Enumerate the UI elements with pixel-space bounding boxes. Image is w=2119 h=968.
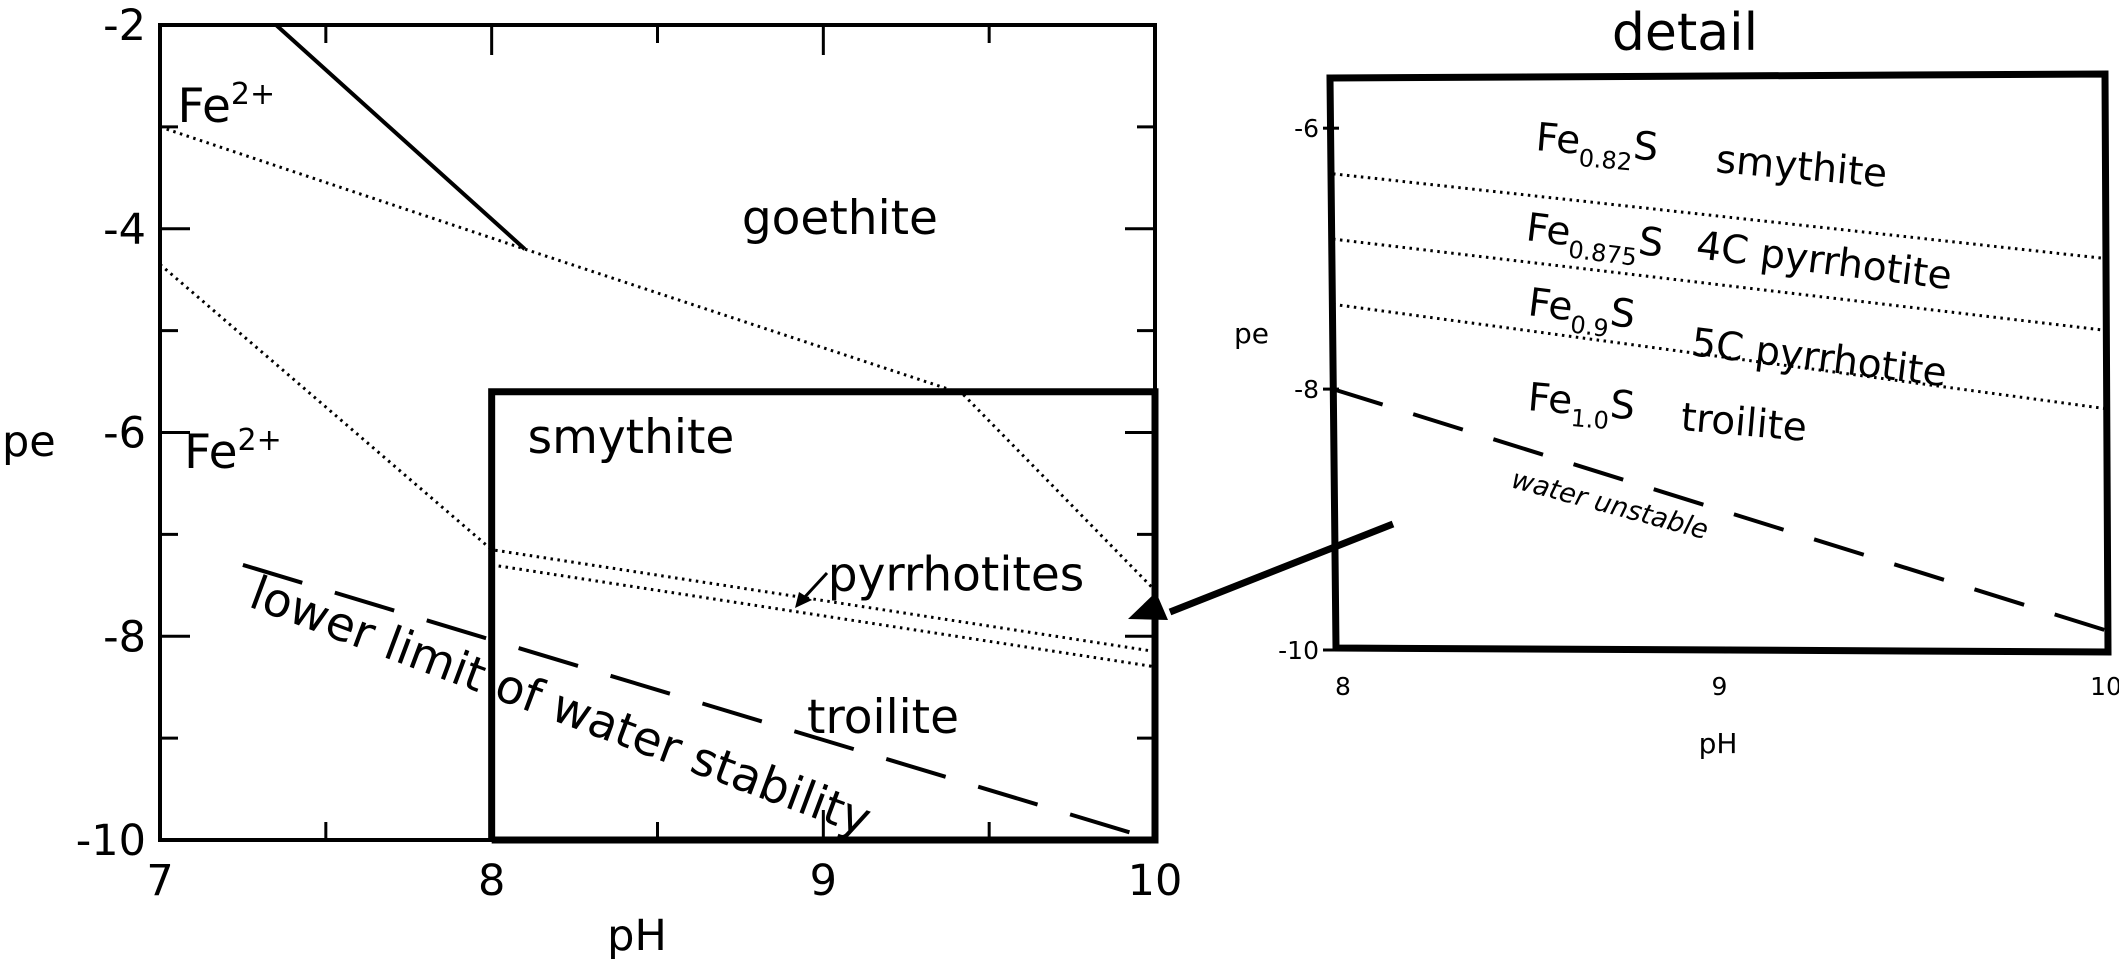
phase-formula-base: Fe xyxy=(1534,115,1582,164)
main-region-label: Fe2+ xyxy=(184,423,282,480)
pyrrhotites-pointer-head xyxy=(795,592,812,608)
phase-formula-base: Fe xyxy=(1526,280,1575,330)
region-label-text: Fe xyxy=(178,79,231,134)
phase-formula-subscript: 1.0 xyxy=(1570,404,1610,435)
main-x-tick-label: 8 xyxy=(478,856,505,906)
main-y-tick-label: -6 xyxy=(103,409,146,459)
phase-formula-suffix: S xyxy=(1636,219,1666,267)
phase-formula-base: Fe xyxy=(1524,205,1573,255)
main-region-label: pyrrhotites xyxy=(828,547,1085,602)
pyrrhotites-pointer xyxy=(801,571,829,601)
phase-formula-subscript: 0.875 xyxy=(1567,235,1639,271)
detail-tick-labels: -6 -8 -10 8 9 10 xyxy=(1278,114,2119,701)
region-label-text: goethite xyxy=(742,191,938,246)
detail-x-axis-title: pH xyxy=(1699,727,1738,760)
main-region-label: troilite xyxy=(807,690,959,745)
main-boundary-solid-0 xyxy=(274,23,527,251)
detail-phase-name: 4C pyrrhotite xyxy=(1694,223,1955,299)
main-x-tick-label: 10 xyxy=(1128,856,1183,906)
detail-y-tick-label: -10 xyxy=(1278,636,1319,665)
main-boundary-dashed-4 xyxy=(242,562,1156,842)
region-label-superscript: 2+ xyxy=(238,423,282,458)
phase-formula-base: Fe xyxy=(1526,375,1574,424)
phase-formula-suffix: S xyxy=(1608,290,1638,338)
detail-title: detail xyxy=(1612,3,1758,63)
main-x-tick-label: 7 xyxy=(146,856,173,906)
main-boundary-lines xyxy=(159,23,1157,842)
detail-x-tick-label: 9 xyxy=(1712,672,1728,701)
main-x-tick-label: 9 xyxy=(810,856,837,906)
main-y-tick-label: -8 xyxy=(103,612,146,662)
detail-connector-arrow xyxy=(1128,520,1395,620)
detail-arrow-head xyxy=(1128,592,1168,620)
detail-y-tick-label: -6 xyxy=(1294,114,1319,143)
phase-formula-subscript: 0.9 xyxy=(1569,310,1610,342)
water-stability-annotation: lower limit of water stability xyxy=(243,566,878,848)
detail-plot-frame xyxy=(1326,70,2112,656)
detail-arrow-shaft xyxy=(1168,520,1395,616)
detail-y-axis-title: pe xyxy=(1234,317,1269,350)
detail-phase-formula: Fe0.82S xyxy=(1533,115,1660,178)
detail-phase-formula: Fe0.9S xyxy=(1525,280,1638,346)
detail-phase-name: troilite xyxy=(1679,395,1809,451)
main-y-axis-title: pe xyxy=(2,417,56,467)
region-label-text: Fe xyxy=(184,425,237,480)
main-region-labels: Fe2+goethiteFe2+smythitepyrrhotitestroil… xyxy=(178,77,1085,745)
detail-x-tick-label: 8 xyxy=(1335,672,1351,701)
detail-boundary-dashed-3 xyxy=(1332,387,2107,633)
phase-formula-suffix: S xyxy=(1631,124,1660,171)
region-label-text: troilite xyxy=(807,690,959,745)
region-label-text: smythite xyxy=(528,410,735,465)
main-x-axis-title: pH xyxy=(607,911,667,961)
main-y-tick-label: -4 xyxy=(103,205,146,255)
region-label-superscript: 2+ xyxy=(231,77,275,112)
phase-formula-subscript: 0.82 xyxy=(1578,144,1634,177)
main-tick-labels: 7 8 9 10 -2 -4 -6 -8 -10 xyxy=(76,1,1183,906)
main-region-label: goethite xyxy=(742,191,938,246)
detail-boundary-lines xyxy=(1332,172,2107,633)
phase-formula-suffix: S xyxy=(1608,382,1637,429)
inset-box xyxy=(488,388,1159,844)
detail-phase-formula: Fe1.0S xyxy=(1525,375,1636,437)
detail-phase-name: 5C pyrrhotite xyxy=(1689,320,1950,396)
main-y-tick-label: -10 xyxy=(76,816,146,866)
detail-phase-name: smythite xyxy=(1714,137,1889,197)
region-label-text: pyrrhotites xyxy=(828,547,1085,602)
detail-phase-formula: Fe0.875S xyxy=(1523,205,1666,274)
main-region-label: smythite xyxy=(528,410,735,465)
main-region-label: Fe2+ xyxy=(178,77,276,134)
detail-y-tick-label: -8 xyxy=(1294,375,1319,404)
detail-x-tick-label: 10 xyxy=(2090,672,2119,701)
main-y-tick-label: -2 xyxy=(103,1,146,51)
main-boundary-dotted-1 xyxy=(159,125,1157,592)
